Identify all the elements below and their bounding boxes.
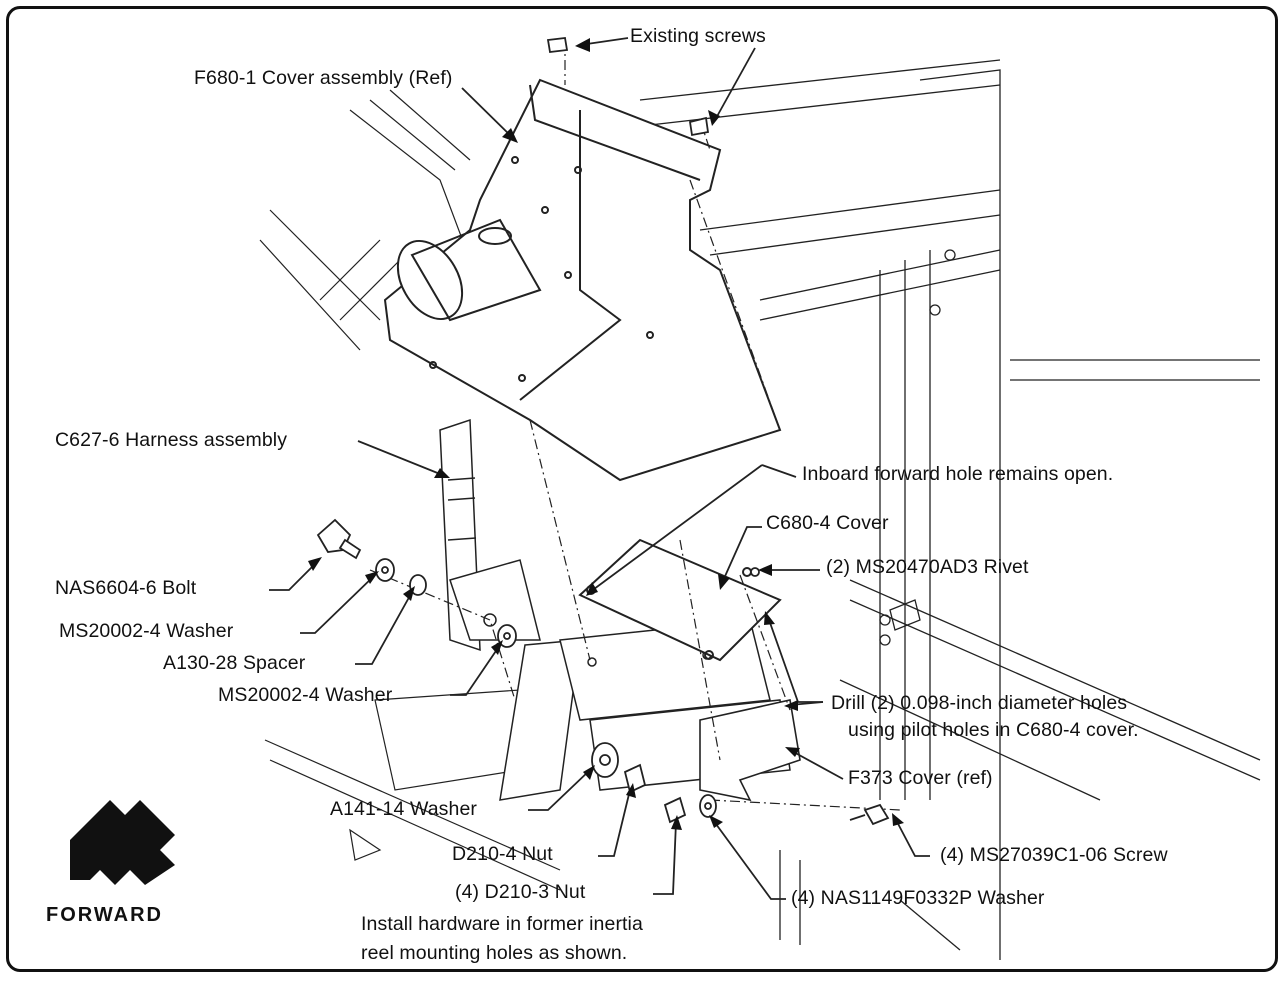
label-drill-line1: Drill (2) 0.098-inch diameter holes (831, 692, 1128, 714)
figure-frame (6, 6, 1278, 972)
label-d210-4-nut: D210-4 Nut (452, 843, 553, 865)
label-f373-cover: F373 Cover (ref) (848, 767, 993, 789)
label-washer-2: MS20002-4 Washer (218, 684, 393, 706)
floor-structure (259, 89, 561, 891)
label-rivet: (2) MS20470AD3 Rivet (826, 556, 1029, 578)
label-nas-washer: (4) NAS1149F0332P Washer (791, 887, 1045, 909)
label-inboard-hole: Inboard forward hole remains open. (802, 463, 1114, 485)
hardware (316, 37, 890, 826)
label-bolt: NAS6604-6 Bolt (55, 577, 197, 599)
arrowheads (308, 38, 904, 830)
airframe-structure (639, 59, 1261, 960)
label-spacer: A130-28 Spacer (163, 652, 306, 674)
label-c680-cover: C680-4 Cover (766, 512, 889, 534)
label-install-line2: reel mounting holes as shown. (361, 942, 628, 964)
label-a141-washer: A141-14 Washer (330, 798, 478, 820)
label-harness-assembly: C627-6 Harness assembly (55, 429, 288, 451)
f373-cover (699, 699, 801, 802)
forward-arrow-icon (70, 800, 175, 885)
label-d210-3-nut: (4) D210-3 Nut (455, 881, 586, 903)
forward-label: FORWARD (46, 904, 163, 926)
leader-lines (269, 37, 930, 900)
label-existing-screws: Existing screws (630, 25, 766, 47)
f680-cover-assembly (383, 78, 782, 482)
label-install-line1: Install hardware in former inertia (361, 913, 643, 935)
label-cover-assembly: F680-1 Cover assembly (Ref) (194, 67, 453, 89)
label-drill-line2: using pilot holes in C680-4 cover. (848, 719, 1139, 741)
label-washer-1: MS20002-4 Washer (59, 620, 234, 642)
label-screw: (4) MS27039C1-06 Screw (940, 844, 1168, 866)
